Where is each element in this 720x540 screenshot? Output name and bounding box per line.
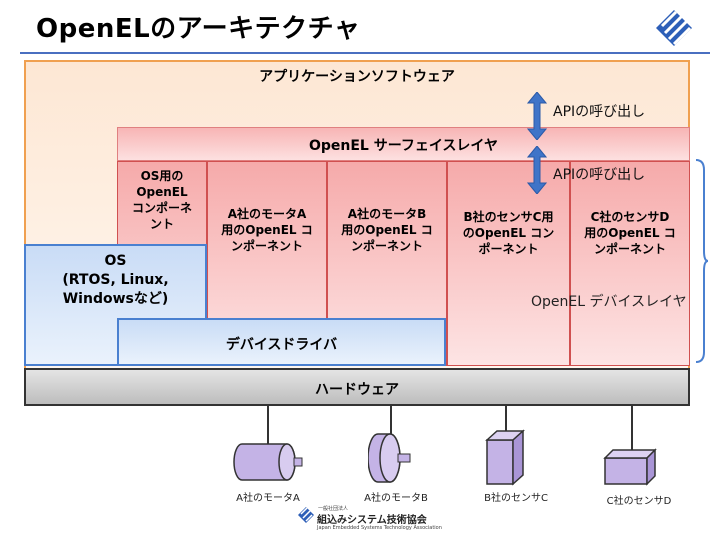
api-call-label-top: APIの呼び出し	[553, 104, 646, 120]
device-driver-layer	[117, 318, 446, 366]
device-caption-sensor-d: C社のセンサD	[606, 496, 672, 507]
device-driver-label: デバイスドライバ	[225, 337, 338, 353]
surface-layer	[117, 127, 690, 161]
brace-icon	[695, 159, 709, 363]
connector-line	[505, 406, 507, 431]
application-layer-label: アプリケーションソフトウェア	[259, 69, 455, 85]
footer-org-name: 組込みシステム技術協会	[317, 515, 427, 526]
api-call-label-bottom: APIの呼び出し	[553, 167, 646, 183]
device-caption-sensor-c: B社のセンサC	[484, 493, 548, 504]
surface-layer-label: OpenEL サーフェイスレイヤ	[308, 138, 499, 154]
title-underline	[20, 52, 710, 54]
component-sensor-c-text: B社のセンサC用のOpenEL コンポーネント	[462, 210, 555, 256]
component-sensor-c	[447, 161, 570, 366]
double-arrow-icon	[527, 146, 547, 194]
double-arrow-icon	[527, 92, 547, 140]
device-caption-motor-b: A社のモータB	[364, 493, 428, 504]
sensor-icon	[485, 429, 525, 486]
connector-line	[631, 406, 633, 451]
motor-icon	[368, 433, 411, 483]
footer-org-english: Japan Embedded Systems Technology Associ…	[317, 525, 442, 531]
hardware-layer	[24, 368, 690, 406]
os-layer-text: OS(RTOS, Linux,Windowsなど)	[62, 253, 169, 307]
motor-icon	[233, 443, 303, 481]
component-sensor-d	[570, 161, 690, 366]
page-title: OpenELのアーキテクチャ	[36, 14, 361, 44]
logo-icon	[656, 10, 692, 46]
hardware-label: ハードウェア	[315, 382, 399, 398]
connector-line	[267, 406, 269, 446]
device-layer-label: OpenEL デバイスレイヤ	[531, 294, 687, 310]
footer-org-small: 一般社団法人	[318, 506, 349, 512]
logo-icon	[298, 507, 314, 523]
sensor-icon	[603, 448, 657, 486]
connector-line	[390, 406, 392, 434]
device-caption-motor-a: A社のモータA	[236, 493, 300, 504]
